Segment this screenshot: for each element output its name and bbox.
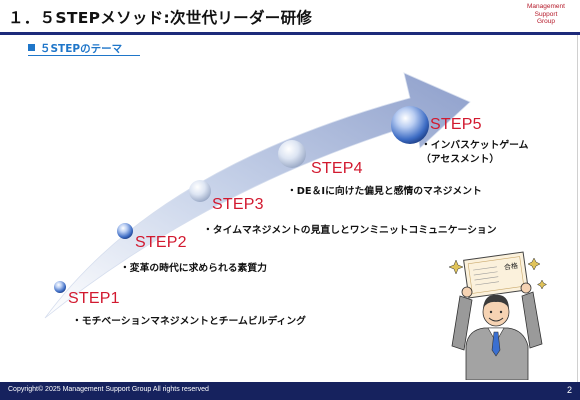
step5-label: STEP5 xyxy=(430,116,482,133)
step4-description: ・DE＆Iに向けた偏見と感情のマネジメント xyxy=(287,186,482,197)
step4-marker-icon xyxy=(278,140,306,168)
page-number: 2 xyxy=(566,385,572,395)
logo-line-3: Group xyxy=(536,18,556,25)
logo-line-2: Support xyxy=(534,10,558,18)
header-divider xyxy=(0,32,580,35)
step3-label: STEP3 xyxy=(212,196,264,213)
company-logo: Management Support Group xyxy=(520,3,572,26)
step1-description: ・モチベーションマネジメントとチームビルディング xyxy=(72,316,306,327)
step5-marker-icon xyxy=(391,106,429,144)
step4-label: STEP4 xyxy=(311,160,363,177)
section-heading: ５STEPのテーマ xyxy=(28,41,122,56)
step2-description: ・変革の時代に求められる素質力 xyxy=(120,263,267,274)
step2-label: STEP2 xyxy=(135,234,187,251)
section-heading-text: ５STEPのテーマ xyxy=(40,43,123,55)
step5-description-line1: ・インバスケットゲーム xyxy=(421,140,529,151)
step3-marker-icon xyxy=(189,180,211,202)
footer-bar: Copyright© 2025 Management Support Group… xyxy=(0,382,580,400)
logo-line-1: Management xyxy=(527,3,565,10)
step1-marker-icon xyxy=(54,281,66,293)
certificate-pass-text: 合格 xyxy=(503,261,518,272)
step1-label: STEP1 xyxy=(68,290,120,307)
copyright-text: Copyright© 2025 Management Support Group… xyxy=(8,386,209,393)
section-heading-underline xyxy=(28,55,140,56)
square-bullet-icon xyxy=(28,44,35,51)
step2-marker-icon xyxy=(117,223,133,239)
page-title: １．５STEPメソッド:次世代リーダー研修 xyxy=(8,9,313,27)
businessman-holding-certificate-icon: 合格 xyxy=(448,251,548,380)
step3-description: ・タイムマネジメントの見直しとワンミニットコミュニケーション xyxy=(203,225,497,236)
step5-description-line2: （アセスメント） xyxy=(421,154,500,165)
right-border xyxy=(577,35,578,382)
